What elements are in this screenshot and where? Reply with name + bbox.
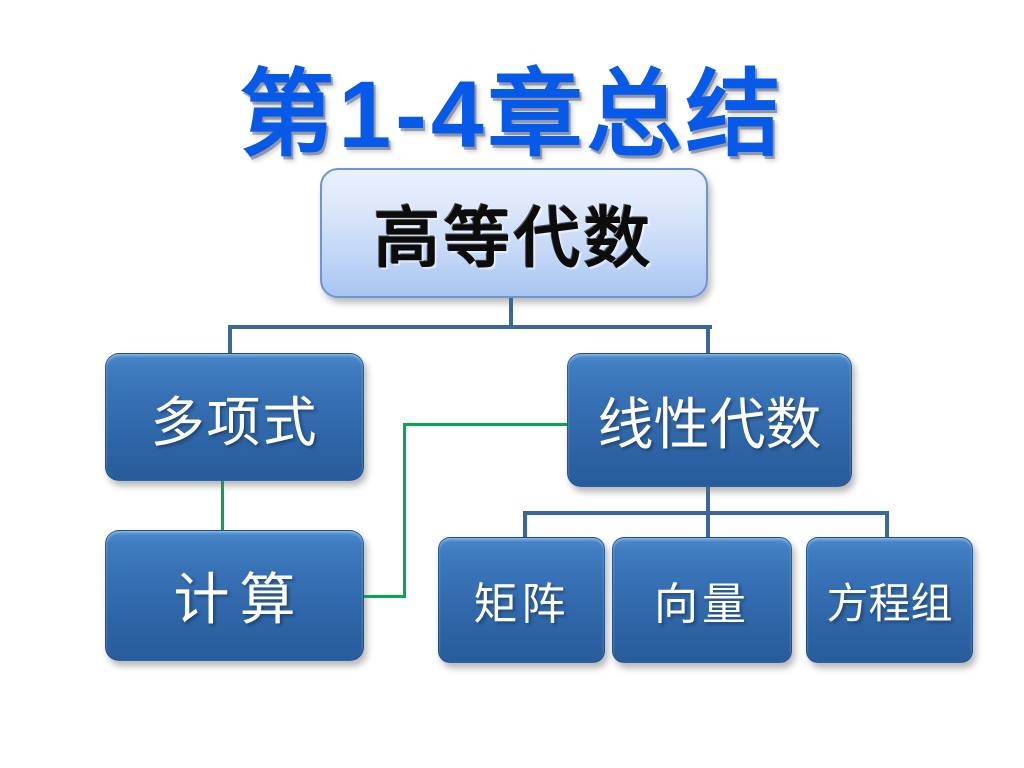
node-calculation-label: 计算 (173, 570, 306, 632)
node-linear-algebra-label: 线性代数 (597, 394, 822, 457)
connector-linear-to-equations (885, 511, 889, 538)
node-polynomial-label: 多项式 (150, 392, 319, 453)
node-linear-algebra: 线性代数 (567, 353, 852, 487)
node-higher-algebra-label: 高等代数 (374, 203, 654, 276)
connector-root-stem (509, 297, 513, 327)
node-equations: 方程组 (806, 537, 973, 663)
slide-title: 第1-4章总结 (239, 62, 785, 168)
connector-root-split-bar (228, 325, 712, 329)
connector-polynomial-to-calculation (221, 480, 224, 531)
node-matrix-label: 矩阵 (473, 580, 570, 629)
node-matrix: 矩阵 (438, 537, 605, 663)
node-calculation: 计算 (105, 530, 364, 661)
connector-calculation-elbow-v (403, 423, 406, 598)
connector-calculation-to-linear-algebra (403, 423, 567, 426)
connector-root-to-polynomial (228, 325, 232, 354)
node-higher-algebra: 高等代数 (320, 168, 708, 298)
connector-linear-to-vector (706, 511, 710, 538)
node-vector-label: 向量 (654, 580, 750, 629)
connector-linear-stem (706, 486, 710, 513)
connector-linear-to-matrix (523, 511, 527, 538)
connector-root-to-linear-algebra (706, 325, 710, 354)
node-equations-label: 方程组 (826, 581, 953, 628)
node-vector: 向量 (612, 537, 792, 663)
connector-calculation-elbow-h1 (364, 595, 406, 598)
node-polynomial: 多项式 (105, 353, 364, 481)
